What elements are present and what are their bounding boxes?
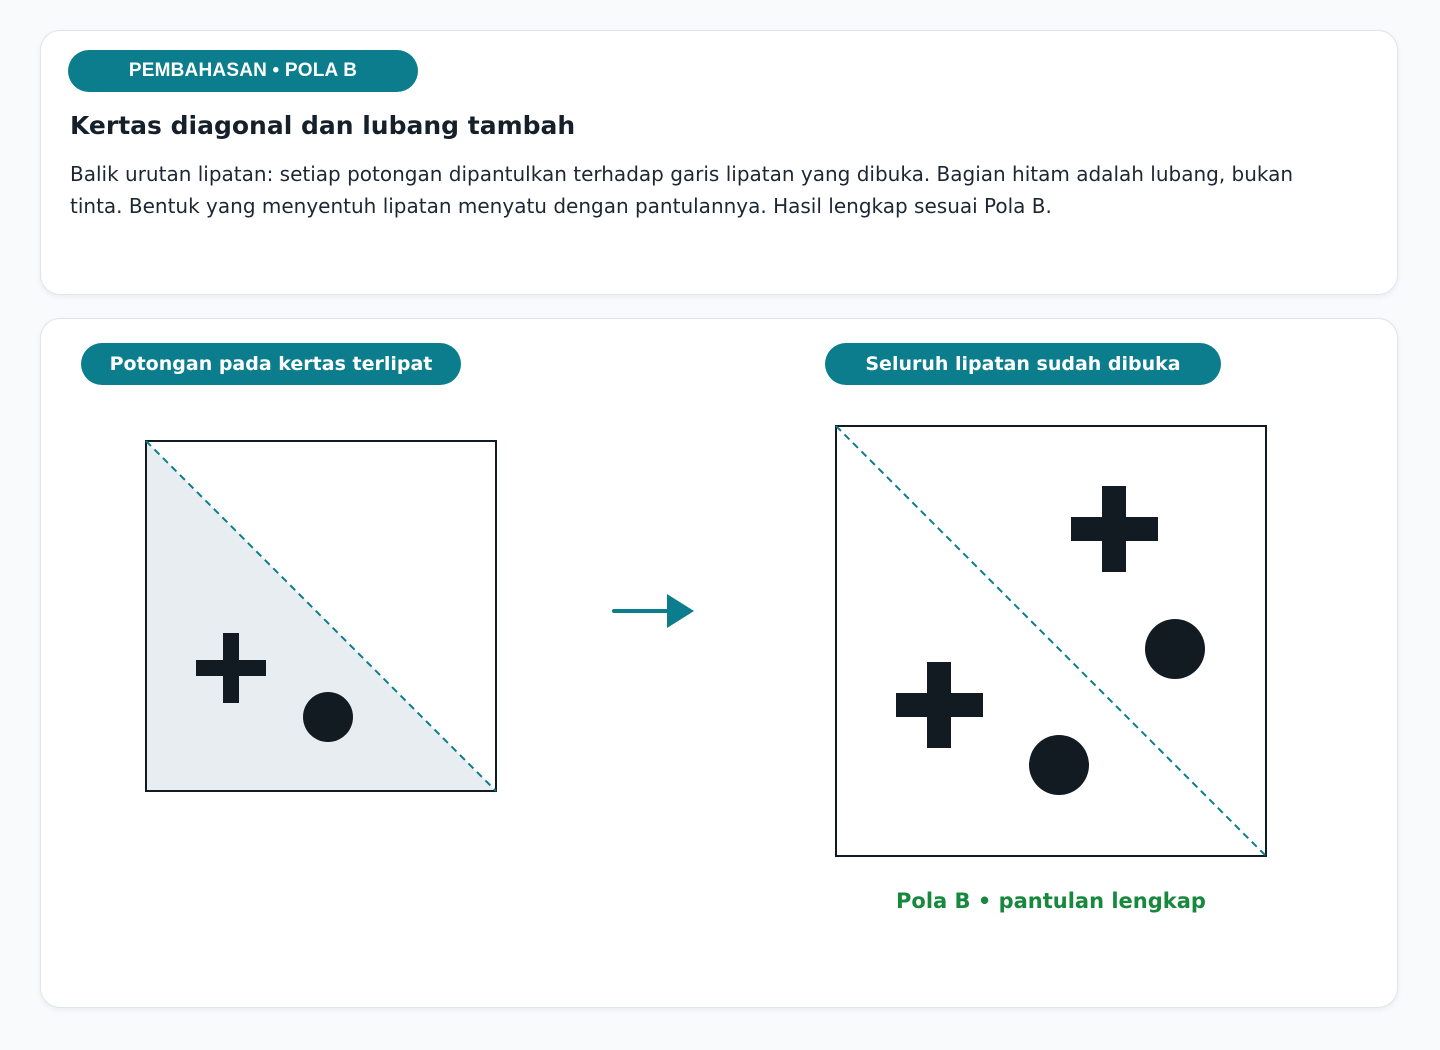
unfolded-paper (835, 425, 1267, 857)
diagram-card: Potongan pada kertas terlipat Seluruh li… (40, 318, 1398, 1008)
intro-card: PEMBAHASAN • POLA B Kertas diagonal dan … (40, 30, 1398, 295)
result-caption: Pola B • pantulan lengkap (896, 889, 1206, 913)
plus-hole-icon (196, 633, 266, 703)
plus-hole-icon (1071, 486, 1158, 572)
unfolded-fold-line (835, 425, 1267, 857)
folded-paper-border (145, 440, 497, 792)
circle-hole-icon (1029, 735, 1089, 795)
folding-diagram (145, 425, 1267, 857)
folded-paper-label: Potongan pada kertas terlipat (81, 343, 461, 385)
explanation-text: Balik urutan lipatan: setiap potongan di… (70, 162, 1294, 218)
right-arrow-icon (612, 594, 694, 628)
folded-paper (145, 440, 497, 792)
page-title: Kertas diagonal dan lubang tambah (70, 111, 576, 140)
fold-line (145, 440, 497, 792)
unfolded-paper-label: Seluruh lipatan sudah dibuka (825, 343, 1221, 385)
circle-hole-icon (1145, 619, 1205, 679)
section-badge: PEMBAHASAN • POLA B (68, 50, 418, 92)
circle-hole-icon (303, 692, 353, 742)
plus-hole-icon (896, 662, 983, 748)
